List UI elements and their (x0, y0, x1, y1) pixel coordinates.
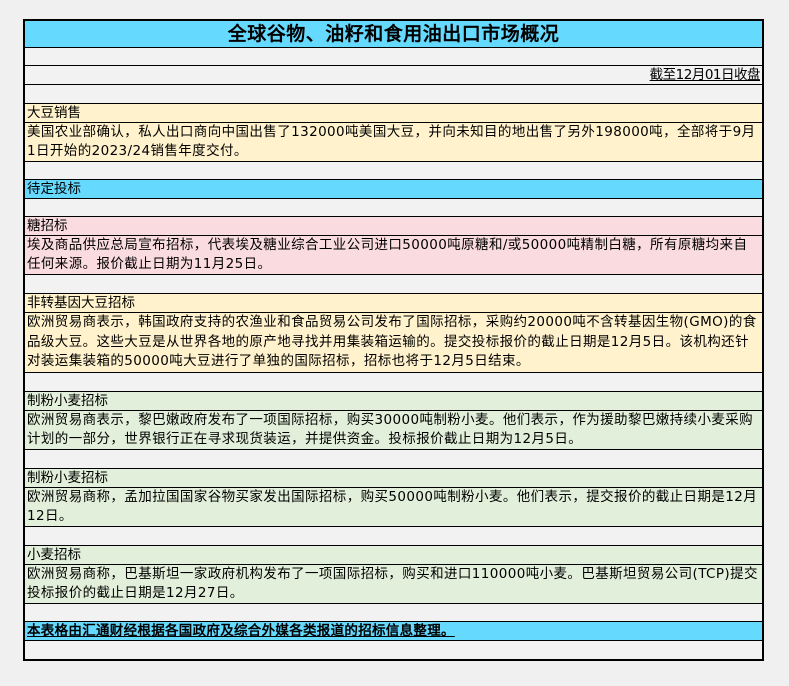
empty-row (25, 641, 762, 659)
market-overview-table: 全球谷物、油籽和食用油出口市场概况 截至12月01日收盘 大豆销售 美国农业部确… (23, 19, 764, 661)
section-body-milling-wheat-tender-lebanon: 欧洲贸易商表示，黎巴嫩政府发布了一项国际招标，购买30000吨制粉小麦。他们表示… (25, 411, 762, 450)
empty-row (25, 373, 762, 392)
empty-row (25, 199, 762, 217)
date-note: 截至12月01日收盘 (25, 66, 762, 85)
empty-row (25, 162, 762, 180)
empty-row (25, 604, 762, 622)
section-body-text: 欧洲贸易商称，巴基斯坦一家政府机构发布了一项国际招标，购买和进口110000吨小… (27, 566, 758, 601)
empty-row (25, 85, 762, 104)
section-heading-soybean-sales: 大豆销售 (25, 104, 762, 123)
source-footer: 本表格由汇通财经根据各国政府及综合外媒各类报道的招标信息整理。 (25, 622, 762, 641)
empty-row (25, 48, 762, 66)
section-body-non-gmo-soybean-tender: 欧洲贸易商表示，韩国政府支持的农渔业和食品贸易公司发布了国际招标，采购约2000… (25, 313, 762, 373)
section-body-wheat-tender-pakistan: 欧洲贸易商称，巴基斯坦一家政府机构发布了一项国际招标，购买和进口110000吨小… (25, 565, 762, 604)
empty-row (25, 450, 762, 469)
section-heading-milling-wheat-tender-bangladesh: 制粉小麦招标 (25, 469, 762, 488)
section-body-text: 埃及商品供应总局宣布招标，代表埃及糖业综合工业公司进口50000吨原糖和/或50… (27, 237, 748, 272)
section-body-text: 欧洲贸易商表示，韩国政府支持的农渔业和食品贸易公司发布了国际招标，采购约2000… (27, 314, 757, 369)
section-body-milling-wheat-tender-bangladesh: 欧洲贸易商称，孟加拉国国家谷物买家发出国际招标，购买50000吨制粉小麦。他们表… (25, 488, 762, 527)
section-body-sugar-tender: 埃及商品供应总局宣布招标，代表埃及糖业综合工业公司进口50000吨原糖和/或50… (25, 236, 762, 275)
empty-row (25, 275, 762, 294)
page-title: 全球谷物、油籽和食用油出口市场概况 (25, 21, 762, 48)
section-body-text: 欧洲贸易商称，孟加拉国国家谷物买家发出国际招标，购买50000吨制粉小麦。他们表… (27, 489, 758, 524)
section-body-soybean-sales: 美国农业部确认，私人出口商向中国出售了132000吨美国大豆，并向未知目的地出售… (25, 123, 762, 162)
section-heading-sugar-tender: 糖招标 (25, 217, 762, 236)
section-body-text: 美国农业部确认，私人出口商向中国出售了132000吨美国大豆，并向未知目的地出售… (27, 124, 756, 159)
section-body-text: 欧洲贸易商表示，黎巴嫩政府发布了一项国际招标，购买30000吨制粉小麦。他们表示… (27, 412, 754, 447)
section-heading-wheat-tender-pakistan: 小麦招标 (25, 546, 762, 565)
section-heading-milling-wheat-tender-lebanon: 制粉小麦招标 (25, 392, 762, 411)
empty-row (25, 527, 762, 546)
section-heading-non-gmo-soybean-tender: 非转基因大豆招标 (25, 294, 762, 313)
section-heading-pending-tenders: 待定投标 (25, 180, 762, 199)
